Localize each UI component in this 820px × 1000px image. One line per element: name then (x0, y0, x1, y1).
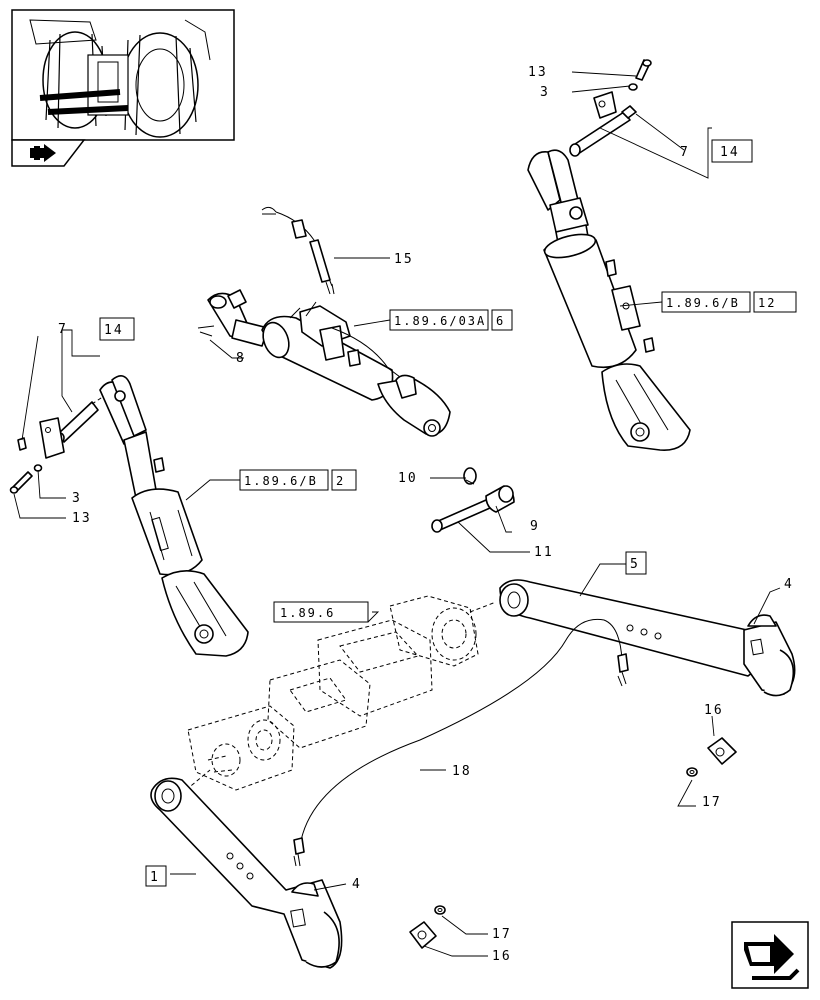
svg-text:2: 2 (336, 474, 345, 488)
callout-11: 11 (534, 545, 554, 560)
ref-box-1-89-6[interactable]: 1.89.6 (273, 601, 369, 623)
callout-7-right: 7 (680, 145, 690, 160)
latch-kit-right (686, 737, 737, 777)
boxed-callout-1[interactable]: 1 (145, 865, 167, 887)
right-lower-link (469, 579, 796, 697)
callout-3-top: 3 (540, 85, 550, 100)
callout-17-right: 17 (702, 795, 722, 810)
rear-axle-housing-phantom (187, 595, 479, 791)
svg-text:14: 14 (104, 323, 124, 338)
top-link-pin-assembly (569, 59, 652, 157)
boxed-callout-14-right[interactable]: 14 (711, 139, 753, 163)
callout-13-top: 13 (528, 65, 548, 80)
callout-18: 18 (452, 764, 472, 779)
callout-13-left: 13 (72, 511, 92, 526)
callout-10: 10 (398, 471, 418, 486)
svg-text:5: 5 (630, 557, 640, 572)
svg-text:1.89.6: 1.89.6 (280, 606, 335, 620)
svg-text:14: 14 (720, 145, 740, 160)
callout-4-right: 4 (784, 577, 794, 592)
svg-text:12: 12 (758, 296, 776, 310)
stabiliser-pin-kit (431, 467, 515, 533)
callout-16-right: 16 (704, 703, 724, 718)
page-arrow-icon (30, 144, 56, 162)
callout-7-left: 7 (58, 322, 68, 337)
ref-box-1-89-6-b-12[interactable]: 1.89.6/B 12 (661, 291, 797, 313)
right-lift-rod (527, 149, 691, 451)
callout-15: 15 (394, 252, 414, 267)
boxed-callout-5[interactable]: 5 (625, 551, 647, 575)
levelling-chain (293, 618, 629, 867)
svg-text:1.89.6/03A: 1.89.6/03A (394, 314, 486, 328)
left-lower-link (150, 769, 343, 969)
callout-17-bottom: 17 (492, 927, 512, 942)
check-chain (261, 206, 335, 295)
next-page-arrow-icon[interactable] (731, 921, 809, 989)
ref-box-1-89-6-03a[interactable]: 1.89.6/03A 6 (389, 309, 513, 331)
callout-labels: 13 3 7 15 8 7 3 13 10 9 11 4 16 17 18 4 … (58, 65, 794, 964)
callout-4-bottom: 4 (352, 877, 362, 892)
latch-kit-bottom (409, 905, 446, 949)
boxed-callout-14-left[interactable]: 14 (99, 317, 135, 341)
callout-16-bottom: 16 (492, 949, 512, 964)
callout-3-left: 3 (72, 491, 82, 506)
svg-text:1.89.6/B: 1.89.6/B (244, 474, 318, 488)
callout-9: 9 (530, 519, 540, 534)
svg-text:6: 6 (496, 314, 505, 328)
thumbnail-tab[interactable] (11, 139, 86, 167)
callout-8: 8 (236, 351, 246, 366)
svg-text:1: 1 (150, 870, 160, 885)
left-lift-rod (9, 375, 249, 657)
top-link (197, 289, 451, 437)
leader-lines (13, 71, 781, 957)
svg-text:1.89.6/B: 1.89.6/B (666, 296, 740, 310)
ref-box-1-89-6-b-2[interactable]: 1.89.6/B 2 (239, 469, 357, 491)
tractor-rear-thumbnail (11, 9, 235, 141)
